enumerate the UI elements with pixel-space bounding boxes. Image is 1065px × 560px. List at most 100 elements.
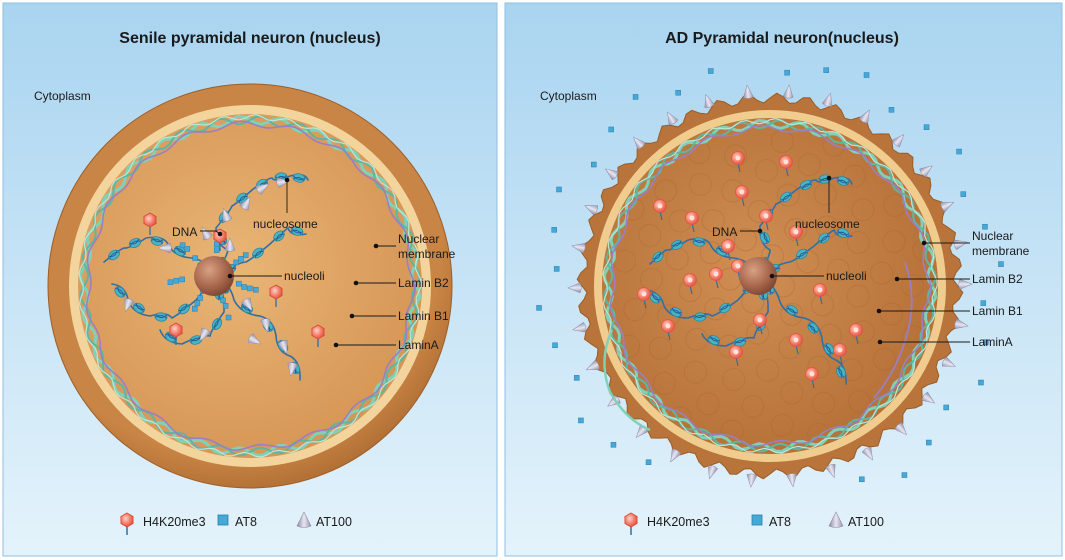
nucleosome-icon xyxy=(692,237,706,247)
nucleus-right xyxy=(536,67,1004,488)
at100-deposit-icon xyxy=(632,136,646,150)
nucleosome-icon xyxy=(292,173,306,183)
at8-deposit-icon xyxy=(173,277,180,284)
nucleosome-label-left: nucleosome xyxy=(253,217,318,231)
h4k20me3-mark-icon xyxy=(753,313,767,335)
nucleosome-icon xyxy=(707,334,721,346)
h4k20me3-mark-icon xyxy=(311,324,325,347)
at8-deposit-icon xyxy=(573,375,580,381)
at8-deposit-icon xyxy=(213,247,220,253)
at8-deposit-icon xyxy=(194,300,201,307)
h4k20me3-mark-icon xyxy=(143,212,157,235)
at100-deposit-icon xyxy=(921,391,936,404)
at100-deposit-icon xyxy=(585,360,600,371)
lamin-b2-label-left: Lamin B2 xyxy=(398,276,449,290)
nucleosome-icon xyxy=(807,322,819,334)
leader-lines-left xyxy=(200,177,396,348)
panel-left: Senile pyramidal neuron (nucleus) Cytopl… xyxy=(34,30,456,535)
dna-strand xyxy=(213,226,307,277)
at100-deposit-icon xyxy=(919,165,933,178)
at100-deposit-icon xyxy=(584,205,598,216)
at100-deposit-icon xyxy=(858,109,870,124)
dna-label-left: DNA xyxy=(172,225,197,239)
at8-deposit-icon xyxy=(578,417,584,424)
nuclear-membrane-label-left-1: Nuclear xyxy=(398,232,439,246)
lamin-fiber xyxy=(602,118,938,454)
h4k20me3-mark-icon xyxy=(759,209,773,231)
at100-deposit-icon xyxy=(670,448,682,463)
h4k20me3-mark-icon xyxy=(789,333,803,355)
h4k20me3-mark-icon xyxy=(789,225,803,247)
nucleosome-icon xyxy=(114,286,126,298)
nucleosome-icon xyxy=(252,247,264,259)
h4k20me3-mark-icon xyxy=(805,367,819,389)
h4k20me3-mark-icon xyxy=(685,211,699,233)
nucleosome-icon xyxy=(823,343,835,355)
h4k20me3-mark-icon xyxy=(709,267,723,289)
at100-deposit-icon xyxy=(825,464,836,479)
at8-deposit-icon xyxy=(859,476,865,483)
at8-deposit-icon xyxy=(197,295,203,301)
at8-deposit-icon xyxy=(184,246,191,252)
panel-right: AD Pyramidal neuron(nucleus) Cytoplasm xyxy=(536,30,1030,535)
nucleosome-icon xyxy=(836,176,850,186)
at100-deposit-icon xyxy=(953,239,968,250)
at8-deposit-icon xyxy=(591,161,597,168)
panel-right-title: AD Pyramidal neuron(nucleus) xyxy=(665,30,899,47)
at8-deposit-icon xyxy=(632,94,639,100)
nucleosome-icon xyxy=(133,302,145,314)
nucleosome-icon xyxy=(652,251,664,263)
nucleosome-icon xyxy=(669,306,683,318)
nucleoli-label-left: nucleoli xyxy=(284,269,325,283)
at8-deposit-icon xyxy=(247,285,253,292)
at8-deposit-icon xyxy=(956,148,962,155)
at8-deposit-icon xyxy=(960,191,967,197)
nucleoli-label-right: nucleoli xyxy=(826,269,867,283)
legend-label-at8-right: AT8 xyxy=(769,515,791,529)
at8-deposit-icon xyxy=(167,279,174,285)
h4k20me3-mark-icon xyxy=(813,283,827,305)
at8-deposit-icon xyxy=(608,126,614,133)
at100-deposit-icon xyxy=(604,168,619,181)
at8-deposit-icon xyxy=(926,439,932,446)
at8-deposit-icon xyxy=(233,259,239,266)
at100-deposit-icon xyxy=(954,318,969,329)
nuclear-lamina-left xyxy=(78,114,422,458)
at100-deposit-icon xyxy=(704,93,715,108)
nucleus-left xyxy=(47,83,453,489)
at100-deposit-icon xyxy=(572,322,587,333)
panel-right-cytoplasm-label: Cytoplasm xyxy=(540,89,597,103)
at100-deposit-icon xyxy=(942,356,956,367)
at8-deposit-icon xyxy=(551,227,557,233)
h4k20me3-mark-icon xyxy=(849,323,863,345)
legend-left: H4K20me3 AT8 AT100 xyxy=(120,511,352,535)
lamin-a-label-right: LaminA xyxy=(972,335,1013,349)
square-marker-icon xyxy=(751,514,763,526)
lamin-fiber xyxy=(603,119,937,453)
cone-marker-icon xyxy=(296,511,312,528)
at100-deposit-icon xyxy=(567,282,582,294)
nucleosome-icon xyxy=(780,191,792,203)
nucleosome-label-right: nucleosome xyxy=(795,217,860,231)
at8-deposit-icon xyxy=(241,284,247,290)
legend-label-h4k20me3: H4K20me3 xyxy=(143,515,206,529)
h4k20me3-mark-icon xyxy=(661,319,675,341)
at8-deposit-icon xyxy=(610,442,617,448)
at8-deposit-icon xyxy=(980,300,987,306)
at100-deposit-icon xyxy=(201,226,213,241)
at100-deposit-icon xyxy=(222,207,233,222)
at8-deposit-icon xyxy=(901,472,908,478)
nucleosome-icon xyxy=(150,236,164,246)
panel-left-title: Senile pyramidal neuron (nucleus) xyxy=(119,30,380,47)
at100-deposit-icon xyxy=(157,242,172,254)
at8-deposit-icon xyxy=(220,297,226,304)
at8-deposit-icon xyxy=(536,305,542,311)
lamin-fiber xyxy=(603,329,651,432)
at100-deposit-icon xyxy=(861,446,873,461)
h4k20me3-mark-icon xyxy=(169,322,183,345)
nucleosome-icon xyxy=(799,179,813,191)
nuclear-membrane-label-left-2: membrane xyxy=(398,247,456,261)
nuclear-membrane-label-right-2: membrane xyxy=(972,244,1030,258)
h4k20me3-mark-icon xyxy=(653,199,667,221)
at8-deposit-icon xyxy=(888,107,895,113)
